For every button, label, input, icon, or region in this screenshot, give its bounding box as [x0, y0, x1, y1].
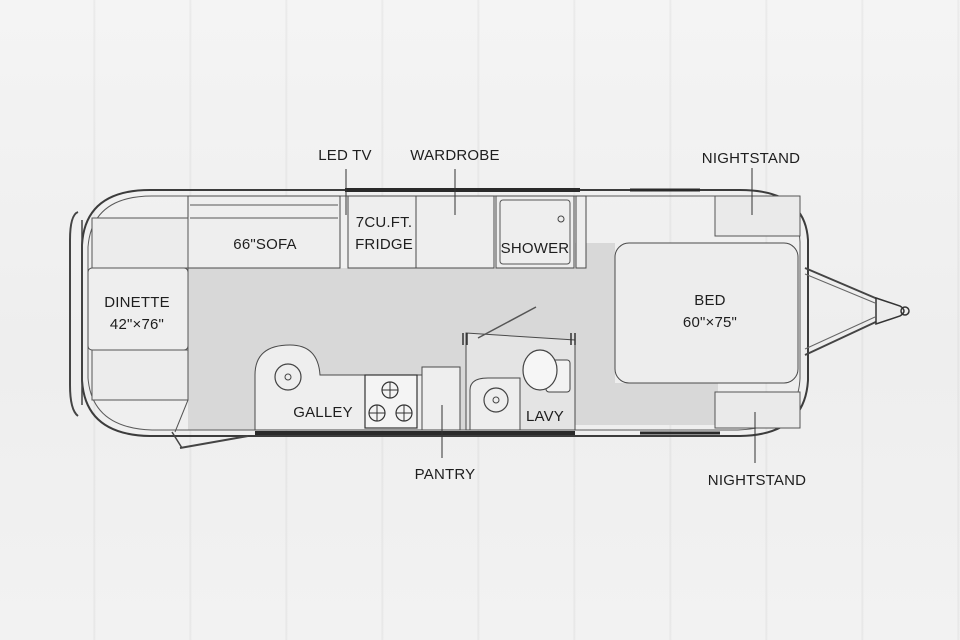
label-dinette-2: 42"×76": [110, 316, 164, 333]
dinette-bench-bottom: [91, 349, 189, 401]
hitch-ball: [900, 306, 910, 316]
label-fridge-2: FRIDGE: [355, 236, 413, 253]
sofa-back: [190, 204, 338, 219]
lavy-door: [477, 306, 537, 339]
entry-step: [171, 431, 183, 449]
label-nightstand-bottom: NIGHTSTAND: [708, 472, 806, 489]
label-bed-2: 60"×75": [683, 314, 737, 331]
shower-wall: [575, 195, 587, 269]
fridge: [347, 195, 417, 269]
label-galley: GALLEY: [293, 404, 353, 421]
burner-grates: [369, 382, 412, 421]
hitch-tongue: [804, 267, 881, 356]
shower: [495, 195, 575, 269]
label-pantry: PANTRY: [415, 466, 476, 483]
label-bed-1: BED: [694, 292, 725, 309]
dinette-bench-top: [91, 217, 189, 269]
lavy-door-hinge: [462, 333, 576, 345]
lavy-sink-drain: [492, 396, 500, 404]
galley-sink-drain: [284, 373, 292, 381]
label-nightstand-top: NIGHTSTAND: [702, 150, 800, 167]
bed: [614, 242, 799, 384]
nightstand-bottom: [714, 391, 801, 429]
nightstand-top: [714, 195, 801, 237]
label-fridge-1: 7CU.FT.: [356, 214, 412, 231]
label-wardrobe: WARDROBE: [410, 147, 499, 164]
toilet-bowl: [522, 349, 558, 391]
dinette-wall: [174, 268, 189, 433]
hitch-coupler: [875, 296, 905, 326]
label-led-tv: LED TV: [318, 147, 371, 164]
label-shower: SHOWER: [501, 240, 570, 257]
pantry: [421, 366, 461, 431]
entry-door: [179, 435, 249, 449]
lavy-counter: [469, 377, 521, 431]
lavy-sink: [483, 387, 509, 413]
label-sofa: 66"SOFA: [233, 236, 296, 253]
label-lavy: LAVY: [526, 408, 564, 425]
hitch-tongue-inner: [804, 273, 876, 350]
sofa: [187, 195, 341, 269]
galley-sink: [274, 363, 302, 391]
rear-bumper: [69, 211, 79, 417]
shower-drain: [557, 215, 565, 223]
label-dinette-1: DINETTE: [104, 294, 170, 311]
shower-pan: [499, 199, 571, 265]
